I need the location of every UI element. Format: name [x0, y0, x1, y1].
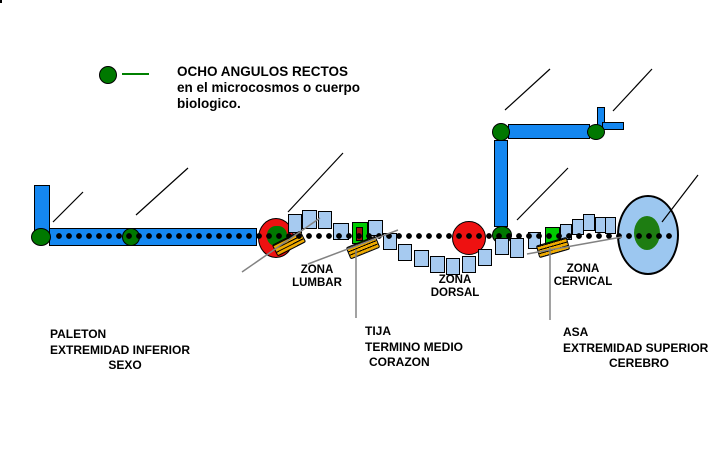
vertebra-square: [318, 211, 332, 229]
blue-bar: [34, 185, 50, 233]
blue-bar: [494, 140, 508, 227]
blue-bar: [602, 122, 624, 130]
zone-cervical-label: ZONA CERVICAL: [553, 263, 613, 288]
pointer-line: [516, 167, 569, 221]
legend-text: OCHO ANGULOS RECTOS en el microcosmos o …: [177, 64, 360, 112]
caption-tija: TIJA TERMINO MEDIO CORAZON: [365, 324, 463, 369]
legend-line3: biologico.: [177, 96, 241, 111]
vertebra-square: [495, 238, 509, 255]
legend-title: OCHO ANGULOS RECTOS: [177, 64, 349, 79]
zone-lumbar-label: ZONA LUMBAR: [292, 264, 342, 289]
pointer-line: [504, 68, 551, 111]
vertebra-square: [302, 210, 317, 229]
spine-dotted-line: [55, 232, 676, 240]
blue-bar: [508, 124, 590, 139]
vertebra-square: [446, 258, 460, 275]
vertebra-square: [398, 244, 412, 261]
vertebra-square: [414, 250, 429, 267]
vertebra-square: [510, 238, 524, 258]
pointer-line: [52, 191, 84, 223]
caption-asa: ASA EXTREMIDAD SUPERIOR CEREBRO: [563, 325, 709, 370]
green-dot: [492, 123, 510, 141]
legend-line2: en el microcosmos o cuerpo: [177, 80, 361, 95]
pointer-line: [135, 167, 189, 216]
green-dot: [31, 228, 51, 246]
caption-paleton: PALETON EXTREMIDAD INFERIOR SEXO: [50, 327, 191, 372]
corner-mark: [0, 0, 2, 3]
pointer-line: [287, 152, 344, 213]
zone-dorsal-label: ZONA DORSAL: [430, 274, 480, 299]
vertebra-square: [430, 256, 445, 273]
legend-line: [122, 73, 149, 75]
vertebra-square: [462, 256, 476, 273]
vertebra-square: [583, 214, 595, 231]
pointer-line: [612, 68, 653, 112]
green-dot: [587, 124, 605, 140]
legend-green-dot-icon: [99, 66, 117, 84]
vertebra-square: [478, 249, 492, 266]
